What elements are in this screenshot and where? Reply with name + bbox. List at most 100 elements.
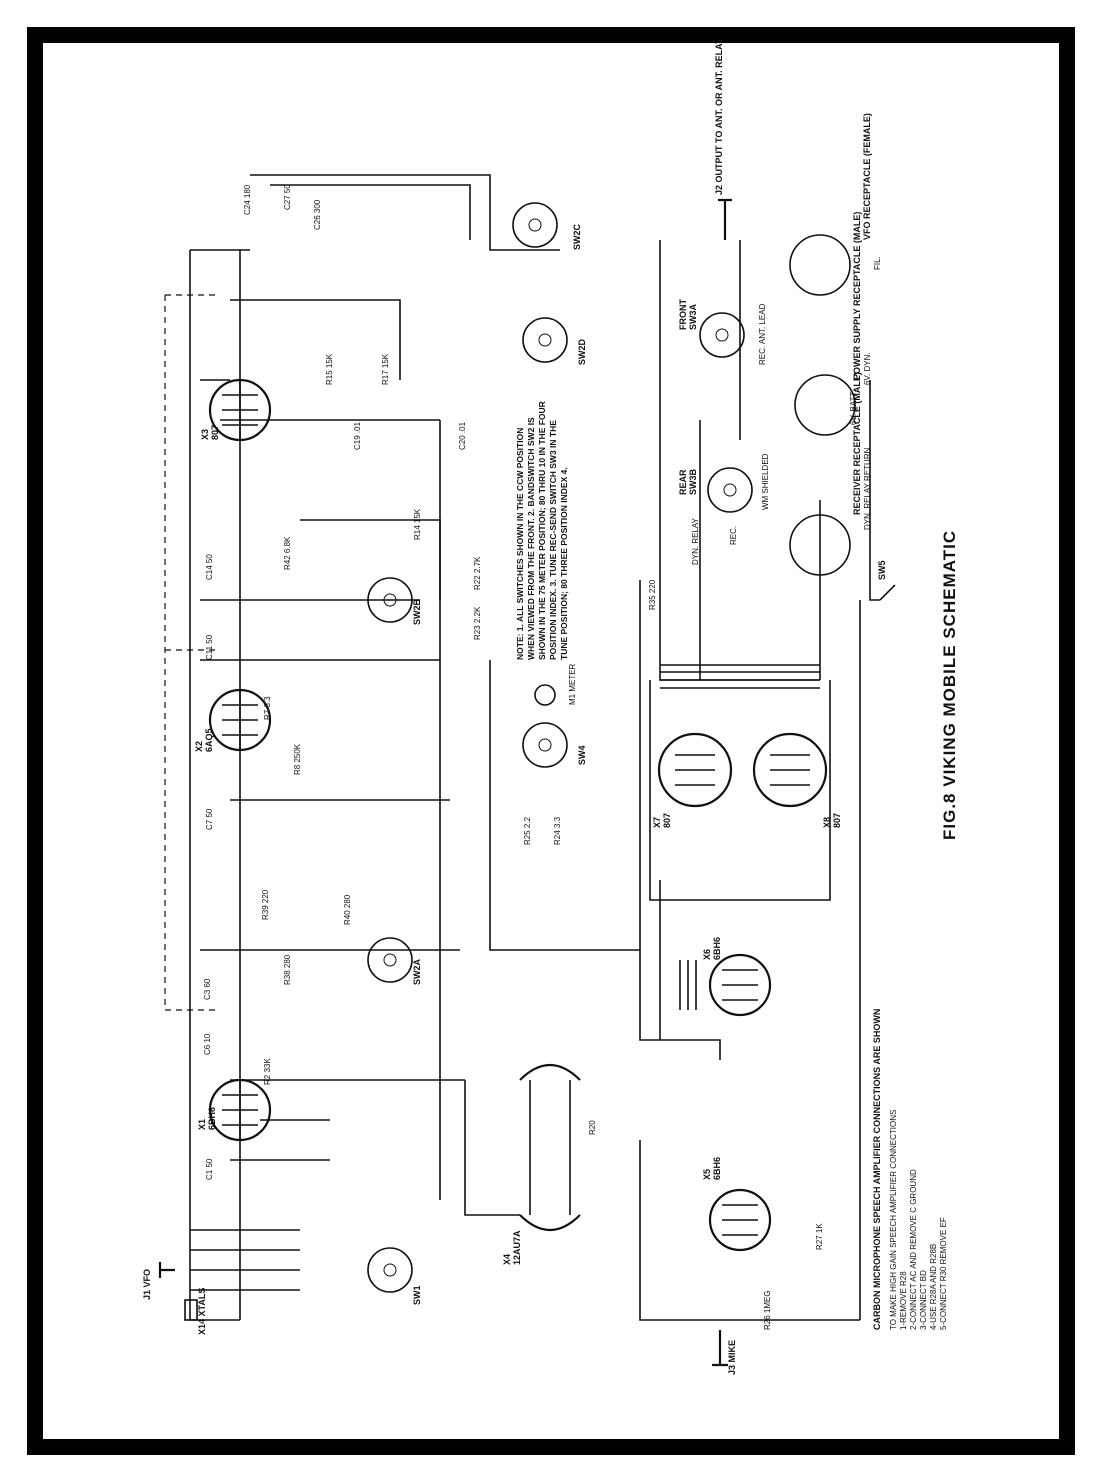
svg-text:C26 300: C26 300 — [313, 199, 322, 230]
switch-notes: NOTE: 1. ALL SWITCHES SHOWN IN THE CCW P… — [515, 401, 569, 660]
svg-text:X7: X7 — [652, 817, 662, 828]
svg-text:6AQ5: 6AQ5 — [204, 728, 214, 752]
tube-x4: X4 12AU7A — [502, 1064, 581, 1265]
sheet-border — [27, 27, 1075, 1455]
speech-amp-line-4: 3-CONNECT BD — [919, 1270, 928, 1330]
svg-text:REAR: REAR — [678, 469, 688, 495]
tube-x1: X1 6BH6 — [197, 1078, 272, 1142]
svg-text:C6 10: C6 10 — [203, 1033, 212, 1055]
speech-amp-line-2: 1-REMOVE R28 — [899, 1271, 908, 1330]
svg-text:R35 220: R35 220 — [648, 579, 657, 610]
svg-text:R23 2.2K: R23 2.2K — [473, 606, 482, 640]
svg-text:SW3B: SW3B — [688, 468, 698, 495]
main-wiring — [164, 174, 880, 1321]
svg-text:C1 50: C1 50 — [205, 1158, 214, 1180]
svg-text:J2 OUTPUT TO ANT. OR ANT. RELA: J2 OUTPUT TO ANT. OR ANT. RELAY — [714, 38, 724, 195]
tube-x7: X7 807 — [652, 732, 733, 828]
receiver-receptacle: RECEIVER RECEPTACLE (MALE) DYN. RELAY RE… — [789, 372, 872, 576]
svg-text:X2: X2 — [194, 741, 204, 752]
switch-sw2d: SW2D — [522, 317, 587, 365]
tube-x2: X2 6AQ5 — [194, 688, 272, 752]
svg-text:SW3A: SW3A — [688, 303, 698, 330]
svg-text:6BH6: 6BH6 — [207, 1107, 217, 1130]
crystal-x14: X14 XTALS — [184, 1288, 207, 1335]
svg-text:X5: X5 — [702, 1169, 712, 1180]
switch-sw3a: SW3A FRONT — [678, 299, 745, 358]
rec-label: REC. — [729, 526, 738, 545]
svg-text:SW2D: SW2D — [577, 338, 587, 365]
svg-text:X14 XTALS: X14 XTALS — [197, 1288, 207, 1335]
svg-text:R2 33K: R2 33K — [263, 1058, 272, 1085]
svg-text:X4: X4 — [502, 1254, 512, 1265]
svg-text:J3 MIKE: J3 MIKE — [727, 1340, 737, 1375]
svg-text:SW5: SW5 — [877, 560, 887, 580]
svg-text:RECEIVER RECEPTACLE (MALE): RECEIVER RECEPTACLE (MALE) — [852, 372, 862, 515]
meter-m1: M1 METER — [534, 663, 577, 706]
svg-text:6V. DYN.: 6V. DYN. — [863, 352, 872, 385]
svg-text:VFO RECEPTACLE (FEMALE): VFO RECEPTACLE (FEMALE) — [862, 113, 872, 240]
svg-text:X1: X1 — [197, 1119, 207, 1130]
speech-amp-line-5: 4-USE R28A AND R28B — [929, 1244, 938, 1330]
svg-text:R40 280: R40 280 — [343, 894, 352, 925]
svg-text:C20 .01: C20 .01 — [458, 421, 467, 450]
driver-transformer-t1 — [679, 960, 697, 1010]
modulation-transformer-t2 — [660, 664, 820, 689]
svg-text:R27 1K: R27 1K — [815, 1223, 824, 1250]
dyn-relay-label: DYN. RELAY — [691, 517, 700, 565]
svg-text:807: 807 — [832, 813, 842, 828]
svg-text:R42 6.8K: R42 6.8K — [283, 536, 292, 570]
switch-sw1: SW1 — [367, 1247, 422, 1305]
svg-text:FRONT: FRONT — [678, 299, 688, 330]
output-jack-j2: J2 OUTPUT TO ANT. OR ANT. RELAY — [714, 38, 732, 240]
switch-sw5: SW5 — [877, 560, 896, 601]
tube-x3: X3 807 — [200, 378, 272, 442]
svg-text:R20: R20 — [588, 1120, 597, 1135]
speech-amp-line-3: 2-CONNECT AC AND REMOVE C GROUND — [909, 1169, 918, 1330]
vfo-jack-j1: J1 VFO — [142, 1262, 175, 1300]
switch-sw2c: SW2C — [512, 202, 582, 250]
svg-text:X8: X8 — [822, 817, 832, 828]
svg-text:807: 807 — [210, 425, 220, 440]
switch-sw3b: SW3B REAR — [678, 467, 753, 513]
svg-text:R38 280: R38 280 — [283, 954, 292, 985]
svg-text:R39 220: R39 220 — [261, 889, 270, 920]
svg-text:R26 1MEG: R26 1MEG — [763, 1290, 772, 1330]
svg-text:SW1: SW1 — [412, 1285, 422, 1305]
svg-text:R15 15K: R15 15K — [325, 353, 334, 385]
wm-shielded-label: WM SHIELDED — [761, 453, 770, 510]
power-supply-receptacle: POWER SUPPLY RECEPTACLE (MALE) 6V. DYN. … — [794, 212, 872, 436]
svg-text:M1 METER: M1 METER — [568, 663, 577, 705]
svg-text:X6: X6 — [702, 949, 712, 960]
speech-amp-line-1: TO MAKE HIGH GAIN SPEECH AMPLIFIER CONNE… — [889, 1110, 898, 1330]
switch-sw2b: SW2B — [367, 577, 422, 625]
component-labels: C1 50 C3 60 C6 10 C7 50 C11 50 C14 50 C2… — [203, 184, 824, 1330]
mike-jack-j3: J3 MIKE — [712, 1330, 737, 1375]
speech-amp-line-6: 5-CONNECT R30 REMOVE EF — [939, 1217, 948, 1330]
svg-text:R25 2.2: R25 2.2 — [523, 816, 532, 845]
svg-text:FIL.: FIL. — [873, 256, 882, 270]
svg-text:C3 60: C3 60 — [203, 978, 212, 1000]
svg-text:C14 50: C14 50 — [205, 554, 214, 580]
figure-title: FIG.8 VIKING MOBILE SCHEMATIC — [940, 530, 959, 840]
svg-text:C19 .01: C19 .01 — [353, 421, 362, 450]
svg-text:6BH6: 6BH6 — [712, 937, 722, 960]
svg-text:R7 3.3: R7 3.3 — [263, 696, 272, 720]
svg-text:R17 15K: R17 15K — [381, 353, 390, 385]
svg-text:R14 15K: R14 15K — [413, 508, 422, 540]
tube-x5: X5 6BH6 — [702, 1157, 772, 1252]
speech-amp-title: CARBON MICROPHONE SPEECH AMPLIFIER CONNE… — [872, 1009, 882, 1330]
svg-text:R8 250K: R8 250K — [293, 743, 302, 775]
svg-text:C7 50: C7 50 — [205, 808, 214, 830]
svg-text:C11 50: C11 50 — [205, 634, 214, 660]
svg-text:6BH6: 6BH6 — [712, 1157, 722, 1180]
svg-text:J1 VFO: J1 VFO — [142, 1269, 152, 1300]
svg-text:DYN. RELAY RETURN: DYN. RELAY RETURN — [863, 447, 872, 530]
switch-sw2a: SW2A — [367, 937, 422, 985]
svg-text:SW2A: SW2A — [412, 958, 422, 985]
svg-text:X3: X3 — [200, 429, 210, 440]
tube-x6: X6 6BH6 — [702, 937, 772, 1017]
svg-text:C24 180: C24 180 — [243, 184, 252, 215]
svg-text:SW4: SW4 — [577, 745, 587, 765]
